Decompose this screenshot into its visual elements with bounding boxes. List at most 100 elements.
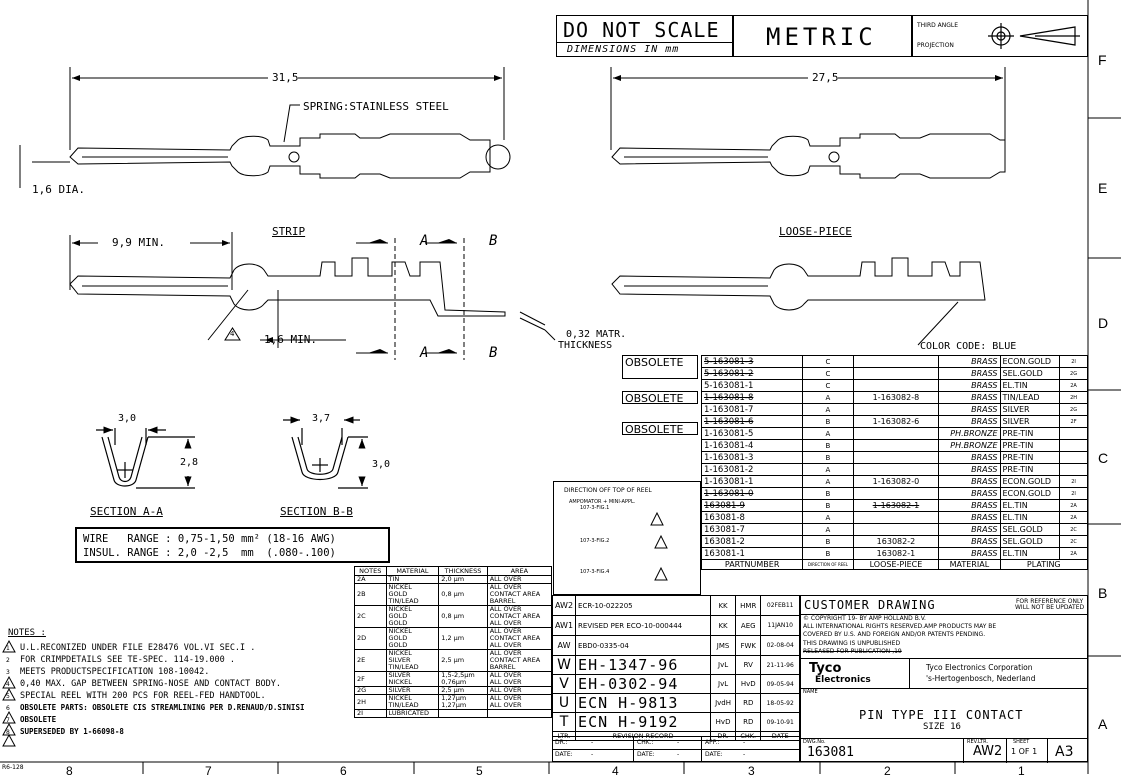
revision-date: 21-11-96 — [760, 655, 800, 675]
part-plating: ECON.GOLD — [999, 487, 1061, 500]
part-loose-piece — [852, 379, 940, 392]
section-arrow-a-top: A — [420, 233, 429, 249]
date-value-1: - — [591, 751, 594, 758]
part-number: 1-163081-4 — [700, 439, 804, 452]
part-material: BRASS — [938, 499, 1001, 512]
revision-date: 02-08-04 — [760, 635, 800, 656]
date-value-3: - — [743, 751, 746, 758]
revision-description: REVISED PER ECO-10-000444 — [575, 615, 712, 636]
part-plating: EL.TIN — [999, 547, 1061, 560]
dim-27-5: 27,5 — [812, 71, 839, 84]
zone-7: 7 — [205, 764, 212, 778]
note-number: 5 — [6, 693, 10, 700]
part-material: BRASS — [938, 511, 1001, 524]
part-number: 163081-9 — [700, 499, 804, 512]
revision-drawn-by: JvL — [710, 674, 737, 694]
part-plating: SILVER — [999, 403, 1061, 416]
part-direction: B — [802, 535, 854, 548]
part-loose-piece — [852, 367, 940, 380]
part-loose-piece — [852, 463, 940, 476]
zone-c: C — [1098, 450, 1109, 466]
tyco-logo: Tyco — [809, 662, 841, 675]
part-loose-piece — [852, 403, 940, 416]
revision-letter: AW1 — [551, 615, 577, 636]
revision-checked-by: HvD — [735, 674, 762, 694]
note-4-triangle: 4 — [230, 330, 235, 338]
color-code-label: COLOR CODE: BLUE — [920, 341, 1017, 352]
part-plating: PRE-TIN — [999, 439, 1061, 452]
wire-range-line: WIRE RANGE : 0,75-1,50 mm² (18-16 AWG) — [83, 533, 336, 545]
tyco-logo-text: Tyco — [809, 661, 842, 676]
note-text: OBSOLETE — [20, 715, 57, 724]
plating-note-cell: 2H — [354, 694, 387, 710]
part-plating: SEL.GOLD — [999, 523, 1061, 536]
plating-area-cell: ALL OVER CONTACT AREA ALL OVER — [486, 627, 553, 650]
metric-box: METRIC — [733, 15, 912, 57]
part-material: PH.BRONZE — [938, 439, 1001, 452]
part-direction: A — [802, 391, 854, 404]
part-number: 1-163081-0 — [700, 487, 804, 500]
obsolete-box: OBSOLETE — [622, 422, 698, 435]
part-plating: SILVER — [999, 415, 1061, 428]
part-plating: ECON.GOLD — [999, 355, 1061, 368]
part-plating-note — [1059, 451, 1088, 464]
revision-checked-by: HMR — [735, 595, 762, 616]
part-loose-piece — [852, 439, 940, 452]
strip-label: STRIP — [272, 225, 306, 238]
zone-5: 5 — [476, 764, 483, 778]
direction-box: DIRECTION OFF TOP OF REEL AMPOMATOR + MI… — [553, 481, 701, 595]
revision-date: 18-05-92 — [760, 693, 800, 713]
part-plating-note: 2I — [1059, 487, 1088, 500]
unpublished-label: THIS DRAWING IS UNPUBLISHED — [803, 640, 901, 647]
title-block: CUSTOMER DRAWING FOR REFERENCE ONLY WILL… — [800, 595, 1088, 763]
section-b-width: 3,7 — [312, 413, 331, 424]
revision-checked-by: RV — [735, 655, 762, 675]
company-line-1: Tyco Electronics Corporation — [926, 663, 1033, 672]
part-plating-note — [1059, 463, 1088, 476]
part-loose-piece — [852, 523, 940, 536]
for-reference-label: FOR REFERENCE ONLY WILL NOT BE UPDATED — [1015, 598, 1085, 611]
revision-letter: W — [551, 655, 577, 675]
dimensions-label: DIMENSIONS IN mm — [567, 44, 680, 55]
part-plating-note — [1059, 427, 1088, 440]
loose-piece-label: LOOSE-PIECE — [779, 225, 852, 238]
projection-label: PROJECTION — [917, 42, 954, 49]
part-material: BRASS — [938, 355, 1001, 368]
plating-material-cell: NICKEL SILVER TIN/LEAD — [385, 649, 440, 672]
part-loose-piece: 1-163082-0 — [852, 475, 940, 488]
date-label-3: DATE: — [705, 751, 723, 758]
part-direction: B — [802, 451, 854, 464]
part-material: BRASS — [938, 367, 1001, 380]
plating-thickness-cell: 0,8 µm — [438, 605, 488, 628]
part-number: 1-163081-8 — [700, 391, 804, 404]
part-plating-note: 2G — [1059, 403, 1088, 416]
plating-thickness-cell: 0,8 µm — [438, 583, 488, 606]
revision-date: 09-10-91 — [760, 712, 800, 732]
plating-thickness-cell: 2,5 µm — [438, 686, 488, 695]
plating-header-cell: THICKNESS — [438, 566, 488, 576]
plating-thickness-cell: 2,5 µm — [438, 649, 488, 672]
revision-letter: V — [551, 674, 577, 694]
zone-6: 6 — [340, 764, 347, 778]
plating-note-cell: 2G — [354, 686, 387, 695]
part-plating-note: 2I — [1059, 475, 1088, 488]
